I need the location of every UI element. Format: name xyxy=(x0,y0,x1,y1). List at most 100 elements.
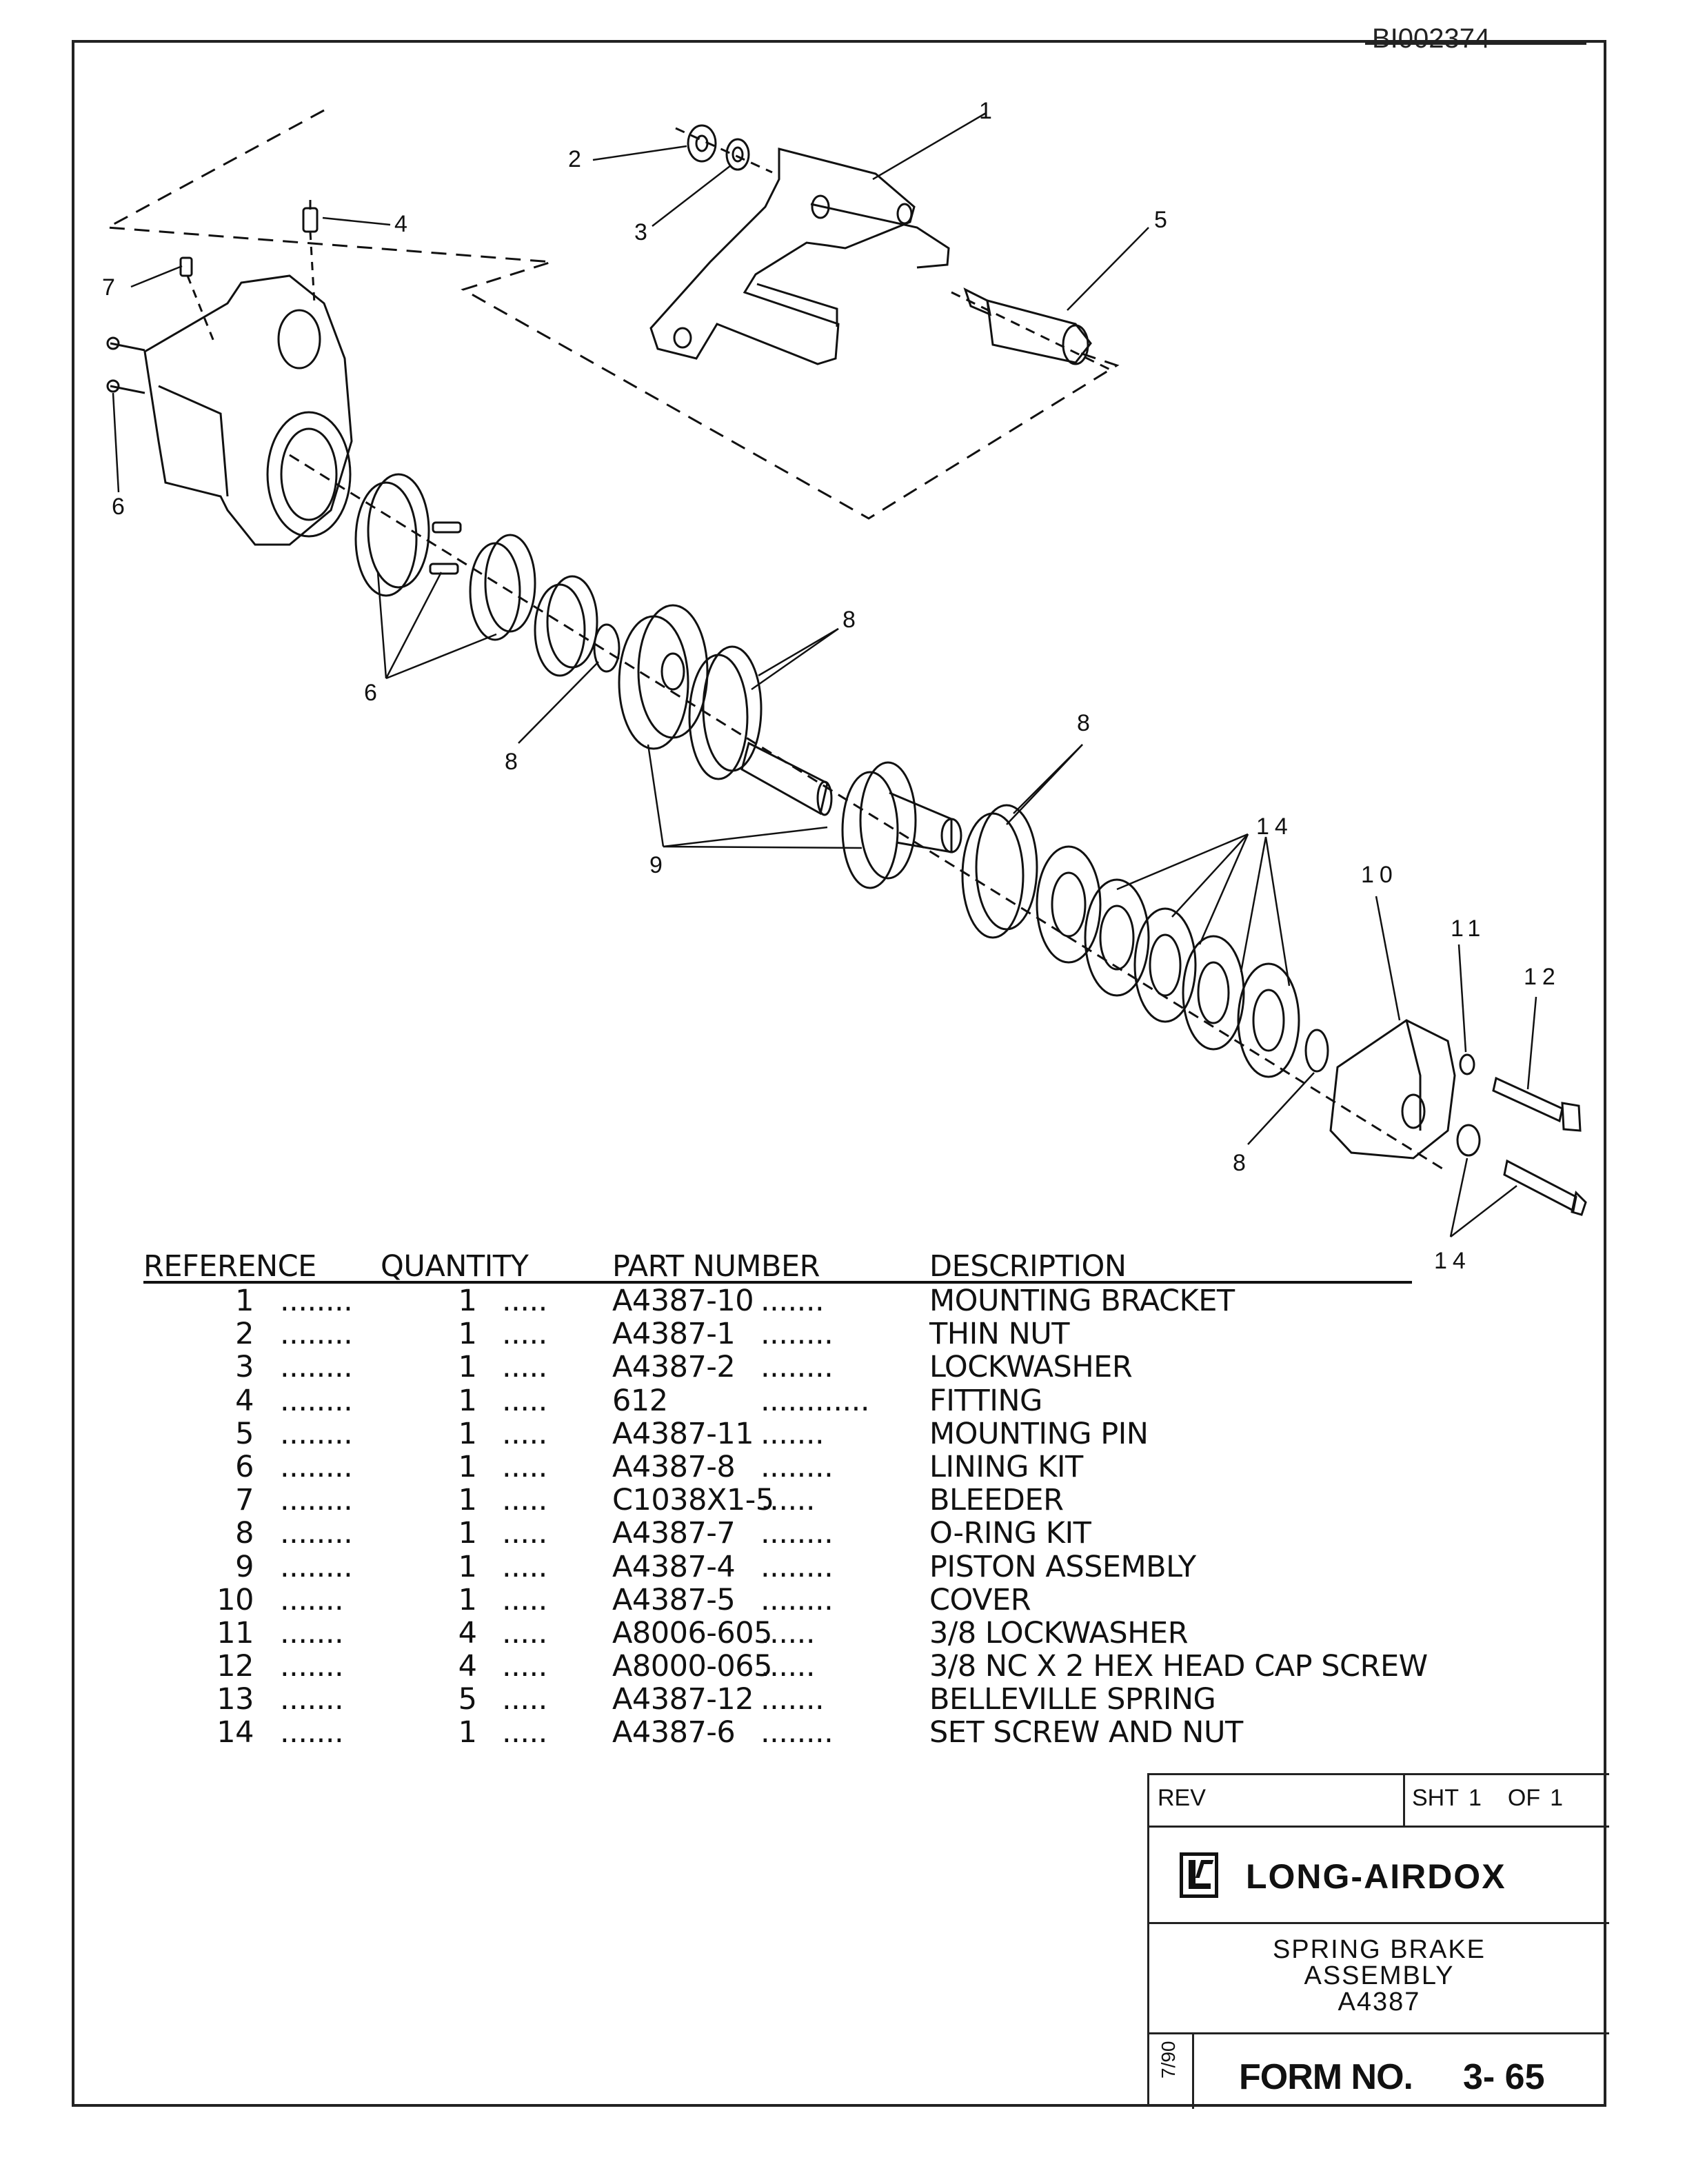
row-dots: ..... xyxy=(502,1483,547,1518)
row-quantity: 4 xyxy=(458,1649,477,1684)
row-description: COVER xyxy=(929,1582,1031,1617)
piston-rod-part xyxy=(740,741,833,816)
sheet-label: SHT xyxy=(1412,1785,1459,1811)
row-dots: ....... xyxy=(280,1582,344,1617)
row-description: BLEEDER xyxy=(929,1483,1064,1518)
table-row: 7........1.....C1038X1-5......BLEEDER xyxy=(143,1483,1412,1518)
housing-bolts-part xyxy=(106,336,145,394)
row-dots: ...... xyxy=(760,1649,816,1684)
row-part-number: A4387-12 xyxy=(612,1682,754,1717)
row-dots: ........ xyxy=(760,1516,834,1551)
row-part-number: A4387-11 xyxy=(612,1416,754,1451)
title-line-1: SPRING BRAKE xyxy=(1272,1935,1486,1964)
row-dots: ..... xyxy=(502,1416,547,1451)
lockwasher-part xyxy=(725,138,750,171)
row-dots: ........ xyxy=(280,1416,353,1451)
row-dots: ........ xyxy=(760,1449,834,1484)
table-row: 8........1.....A4387-7........O-RING KIT xyxy=(143,1516,1412,1551)
callout-8-d: 8 xyxy=(1233,1150,1246,1176)
table-row: 5........1.....A4387-11.......MOUNTING P… xyxy=(143,1416,1412,1451)
callout-2: 2 xyxy=(568,146,581,172)
title-line-2: ASSEMBLY xyxy=(1304,1961,1455,1990)
row-description: LOCKWASHER xyxy=(929,1350,1133,1385)
date-cell: 7/90 xyxy=(1149,2034,1194,2109)
fitting-part xyxy=(302,200,319,304)
row-quantity: 1 xyxy=(458,1350,477,1385)
row-quantity: 1 xyxy=(458,1449,477,1484)
enclosure-dashed-outline xyxy=(103,109,1120,520)
piston-cup-part xyxy=(534,575,598,677)
row-dots: ............ xyxy=(760,1383,870,1418)
row-reference: 6 xyxy=(235,1449,254,1484)
row-dots: ........ xyxy=(280,1549,353,1584)
row-dots: ....... xyxy=(280,1682,344,1717)
form-label: FORM NO. xyxy=(1239,2057,1413,2097)
row-dots: ..... xyxy=(502,1516,547,1551)
callout-1: 1 xyxy=(979,98,992,124)
row-description: FITTING xyxy=(929,1383,1042,1418)
row-dots: ..... xyxy=(502,1350,547,1385)
header-reference: REFERENCE xyxy=(143,1249,316,1284)
table-row: 11.......4.....A8006-605......3/8 LOCKWA… xyxy=(143,1615,1412,1650)
parts-list-rows: 1........1.....A4387-10.......MOUNTING B… xyxy=(143,1284,1428,1750)
callout-3: 3 xyxy=(634,219,647,245)
drawing-frame xyxy=(72,40,1606,2107)
row-dots: ..... xyxy=(502,1615,547,1650)
row-description: LINING KIT xyxy=(929,1449,1083,1484)
row-description: 3/8 NC X 2 HEX HEAD CAP SCREW xyxy=(929,1649,1428,1684)
row-dots: ........ xyxy=(760,1549,834,1584)
row-part-number: A4387-8 xyxy=(612,1449,736,1484)
callout-6-housing: 6 xyxy=(112,494,125,520)
caliper-housing-part xyxy=(143,274,353,546)
row-description: 3/8 LOCKWASHER xyxy=(929,1615,1189,1650)
table-row: 14.......1.....A4387-6........SET SCREW … xyxy=(143,1715,1412,1750)
row-dots: ........ xyxy=(280,1317,353,1352)
table-row: 1........1.....A4387-10.......MOUNTING B… xyxy=(143,1284,1412,1318)
callout-6-lining: 6 xyxy=(364,680,377,706)
row-reference: 5 xyxy=(235,1416,254,1451)
leader-lines xyxy=(112,112,1537,1237)
row-dots: ..... xyxy=(502,1715,547,1750)
row-quantity: 5 xyxy=(458,1682,477,1717)
table-row: 2........1.....A4387-1........THIN NUT xyxy=(143,1317,1412,1352)
row-part-number: A4387-10 xyxy=(612,1284,754,1318)
row-dots: ..... xyxy=(502,1582,547,1617)
row-dots: ....... xyxy=(760,1682,825,1717)
o-ring-end-part xyxy=(1304,1029,1329,1073)
row-description: THIN NUT xyxy=(929,1317,1070,1352)
row-part-number: A4387-6 xyxy=(612,1715,736,1750)
cover-part xyxy=(1329,1019,1456,1160)
mounting-pin-part xyxy=(951,287,1111,371)
row-reference: 1 xyxy=(235,1284,254,1318)
sheet-number: 1 xyxy=(1469,1785,1482,1811)
callout-9: 9 xyxy=(649,852,663,878)
cap-screw-part xyxy=(1492,1076,1582,1132)
row-dots: ....... xyxy=(280,1615,344,1650)
callout-8-c: 8 xyxy=(1077,710,1090,736)
row-dots: ..... xyxy=(502,1449,547,1484)
row-quantity: 1 xyxy=(458,1416,477,1451)
row-reference: 3 xyxy=(235,1350,254,1385)
callout-8-b: 8 xyxy=(505,749,518,775)
callout-8-a: 8 xyxy=(842,607,856,633)
callout-7: 7 xyxy=(102,274,115,301)
row-part-number: 612 xyxy=(612,1383,668,1418)
row-description: O-RING KIT xyxy=(929,1516,1091,1551)
row-quantity: 1 xyxy=(458,1549,477,1584)
callout-14-springs: 14 xyxy=(1256,813,1293,840)
set-screw-and-nut-part xyxy=(1456,1124,1587,1216)
header-description: DESCRIPTION xyxy=(929,1249,1127,1284)
piston-head-part xyxy=(618,604,709,750)
row-reference: 10 xyxy=(216,1582,254,1617)
piston-plate-part xyxy=(469,534,536,641)
header-quantity: QUANTITY xyxy=(381,1249,529,1284)
title-line-3: A4387 xyxy=(1338,1988,1421,2016)
document-id: BI002374 xyxy=(1365,23,1587,54)
row-reference: 11 xyxy=(216,1615,254,1650)
callout-4: 4 xyxy=(394,211,407,237)
row-quantity: 4 xyxy=(458,1615,477,1650)
row-dots: ....... xyxy=(760,1284,825,1318)
